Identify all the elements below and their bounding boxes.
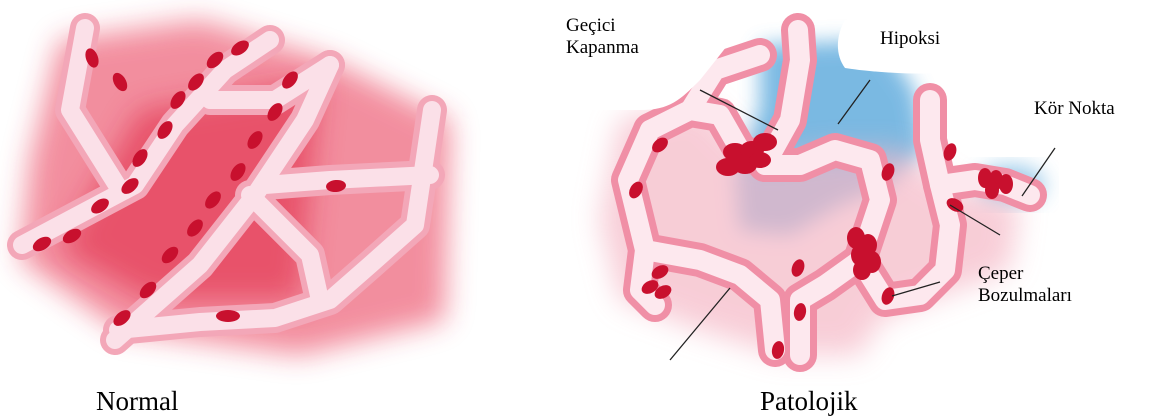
label-blind-spot: Kör Nokta: [1034, 98, 1115, 120]
label-wall-damage: Çeper Bozulmaları: [978, 263, 1072, 307]
caption-normal: Normal: [96, 386, 178, 417]
label-hypoxia: Hipoksi: [880, 28, 940, 50]
label-transient-closure-line1: Geçici: [566, 15, 639, 37]
red-cell: [216, 310, 240, 322]
caption-pathologic: Patolojik: [760, 386, 858, 417]
normal-vessel-network: [20, 20, 450, 355]
label-wall-damage-line2: Bozulmaları: [978, 285, 1072, 307]
label-transient-closure-line2: Kapanma: [566, 37, 639, 59]
label-transient-closure: Geçici Kapanma: [566, 15, 639, 59]
label-wall-damage-line1: Çeper: [978, 263, 1072, 285]
